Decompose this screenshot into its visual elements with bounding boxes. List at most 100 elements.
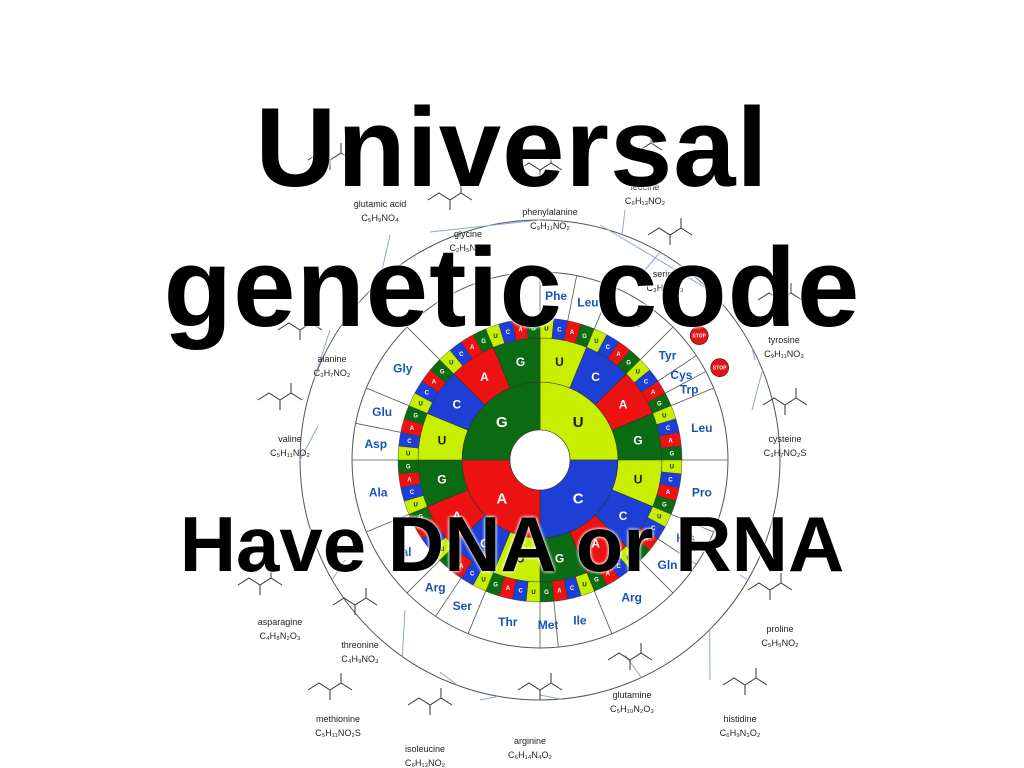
molecule-formula: C₉H₁₁NO₂ bbox=[530, 221, 570, 231]
third-base-label: C bbox=[470, 571, 475, 577]
third-base-label: U bbox=[544, 326, 548, 332]
second-base-label: U bbox=[634, 473, 643, 487]
second-base-label: G bbox=[516, 355, 525, 369]
molecule-name: histidine bbox=[723, 714, 756, 724]
molecule-leader-line bbox=[479, 695, 499, 701]
molecule-structure-sketch bbox=[762, 388, 808, 415]
molecule-structure-sketch bbox=[277, 313, 323, 340]
amino-acid-label: His bbox=[676, 531, 695, 545]
molecule-leader-line bbox=[751, 347, 756, 361]
third-base-label: A bbox=[506, 586, 511, 592]
second-base-label: C bbox=[591, 370, 600, 384]
amino-acid-label: Ser bbox=[622, 316, 642, 330]
molecule-leader-line bbox=[299, 425, 319, 461]
molecule-formula: C₅H₁₀N₂O₃ bbox=[610, 704, 654, 714]
third-base-label: A bbox=[644, 537, 649, 543]
amino-acid-label: Phe bbox=[545, 289, 567, 303]
amino-acid-divider bbox=[657, 355, 697, 382]
molecule-structure-sketch bbox=[332, 588, 378, 615]
second-base-label: U bbox=[555, 355, 564, 369]
second-base-label: G bbox=[555, 551, 564, 565]
stop-badge bbox=[689, 326, 709, 345]
first-base-label: G bbox=[496, 414, 508, 431]
molecule-leader-line bbox=[739, 574, 749, 581]
third-base-label: U bbox=[481, 577, 485, 583]
third-base-label: C bbox=[425, 390, 430, 396]
second-base-label: C bbox=[619, 509, 628, 523]
second-base-label: C bbox=[453, 398, 462, 412]
third-base-label: A bbox=[425, 526, 430, 532]
molecule-structure-sketch bbox=[407, 688, 453, 715]
third-base-label: A bbox=[616, 352, 621, 358]
amino-acid-label: Arg bbox=[621, 590, 642, 604]
molecule-formula: C₆H₉N₃O₂ bbox=[720, 728, 761, 738]
amino-acid-divider bbox=[366, 513, 409, 533]
third-base-label: A bbox=[606, 571, 611, 577]
third-base-label: C bbox=[459, 352, 464, 358]
amino-acid-divider bbox=[665, 371, 707, 394]
molecule-name: threonine bbox=[341, 640, 379, 650]
third-base-label: C bbox=[616, 564, 621, 570]
slide-subtitle: Have DNA or RNA bbox=[179, 500, 845, 588]
molecule-structure-sketch bbox=[757, 283, 803, 310]
second-base-label: C bbox=[480, 536, 489, 550]
third-base-label: A bbox=[432, 379, 437, 385]
molecule-structure-sketch bbox=[307, 143, 353, 170]
amino-acid-divider bbox=[657, 538, 697, 565]
third-base-label: C bbox=[651, 526, 656, 532]
second-base-label: U bbox=[438, 434, 447, 448]
stop-badge-label: STOP bbox=[713, 366, 727, 372]
third-base-label: G bbox=[670, 452, 675, 458]
molecule-formula: C₅H₉NO₄ bbox=[361, 213, 399, 223]
third-base-label: C bbox=[506, 330, 511, 336]
amino-acid-divider bbox=[671, 387, 714, 407]
third-base-label: G bbox=[582, 334, 587, 340]
molecule-name: cysteine bbox=[768, 434, 801, 444]
molecule-formula: C₉H₁₁NO₃ bbox=[764, 349, 804, 359]
third-base-label: G bbox=[657, 402, 662, 408]
second-base-label: A bbox=[591, 536, 600, 550]
amino-acid-label: Ile bbox=[573, 613, 587, 627]
molecule-structure-sketch bbox=[722, 668, 768, 695]
molecule-formula: C₄H₈N₂O₃ bbox=[259, 631, 300, 641]
third-base-label: C bbox=[410, 490, 415, 496]
third-base-label: G bbox=[449, 556, 454, 562]
third-base-label: U bbox=[594, 339, 598, 345]
third-base-label: G bbox=[635, 547, 640, 553]
amino-acid-label: Val bbox=[394, 545, 411, 559]
amino-acid-label: Tyr bbox=[659, 348, 677, 362]
third-base-label: G bbox=[626, 360, 631, 366]
molecule-leader-line bbox=[378, 234, 391, 282]
molecule-structure-sketch bbox=[237, 568, 283, 595]
amino-acid-divider bbox=[567, 275, 578, 321]
amino-acid-label: Asp bbox=[364, 437, 387, 451]
molecule-name: isoleucine bbox=[405, 744, 445, 754]
molecule-leader-line bbox=[644, 251, 661, 271]
third-base-label: A bbox=[470, 345, 475, 351]
molecule-formula: C₆H₁₄N₄O₂ bbox=[508, 750, 553, 760]
amino-acid-label: Cys bbox=[670, 368, 692, 382]
molecule-name: proline bbox=[766, 624, 793, 634]
amino-acid-divider bbox=[553, 601, 559, 648]
molecule-structure-sketch bbox=[647, 218, 693, 245]
amino-acid-label: Arg bbox=[425, 581, 446, 595]
molecule-structure-sketch bbox=[257, 383, 303, 410]
third-base-label: G bbox=[493, 582, 498, 588]
amino-acid-divider bbox=[640, 326, 674, 360]
amino-acid-divider bbox=[406, 326, 440, 360]
amino-acid-label: Glu bbox=[372, 405, 392, 419]
molecule-structure-sketch bbox=[607, 643, 653, 670]
molecule-name: leucine bbox=[631, 182, 660, 192]
third-base-label: C bbox=[570, 586, 575, 592]
molecule-formula: C₆H₁₃NO₂ bbox=[625, 196, 666, 206]
second-base-label: U bbox=[516, 551, 525, 565]
third-base-label: G bbox=[418, 515, 423, 521]
second-base-label: A bbox=[480, 370, 489, 384]
molecule-structure-sketch bbox=[747, 573, 793, 600]
third-base-label: A bbox=[459, 564, 464, 570]
third-base-label: A bbox=[557, 589, 562, 595]
third-base-label: U bbox=[531, 590, 535, 596]
molecule-structure-sketch bbox=[517, 673, 563, 700]
first-base-label: C bbox=[573, 490, 584, 507]
third-base-label: G bbox=[594, 577, 599, 583]
